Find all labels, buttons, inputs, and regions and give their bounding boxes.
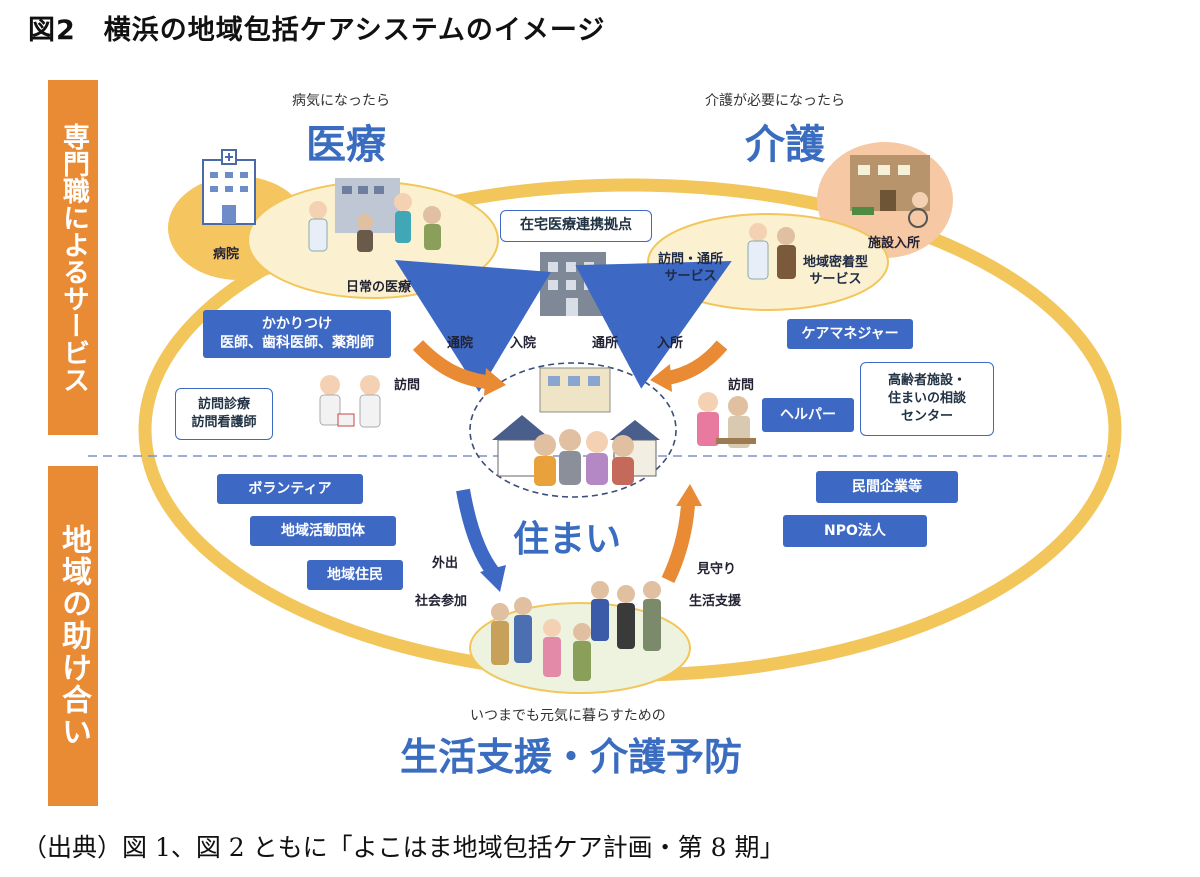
arrow-from-care bbox=[666, 340, 728, 385]
arrow-to-medical bbox=[394, 259, 552, 393]
sidebar-professional-label: 専門職によるサービス bbox=[58, 122, 89, 393]
commute-right-label: 通所 bbox=[592, 336, 619, 351]
community-group-box: 地域活動団体 bbox=[250, 516, 396, 546]
prevention-title: 生活支援・介護予防 bbox=[400, 735, 743, 779]
arrow-watch bbox=[661, 504, 695, 584]
hospital-icon bbox=[202, 149, 256, 225]
volunteer-box: ボランティア bbox=[217, 474, 363, 504]
arrow-watch-head bbox=[676, 484, 702, 506]
sidebar-community-label: 地域の助け合い bbox=[56, 524, 91, 748]
visit-right-label: 訪問 bbox=[728, 378, 755, 393]
medical-title: 医療 bbox=[306, 122, 386, 168]
family-doctor-box: かかりつけ 医師、歯科医師、薬剤師 bbox=[203, 310, 391, 358]
figure-title: 図2 横浜の地域包括ケアシステムのイメージ bbox=[28, 15, 606, 46]
arrow-to-care bbox=[575, 261, 732, 389]
care-staff-scene-icon bbox=[747, 223, 796, 280]
npo-box: NPO法人 bbox=[783, 515, 927, 547]
care-subtitle: 介護が必要になったら bbox=[705, 93, 845, 109]
home-circle bbox=[469, 362, 677, 498]
watch-label: 見守り bbox=[697, 562, 737, 577]
helper-box: ヘルパー bbox=[762, 398, 854, 432]
sidebar-professional-services: 専門職によるサービス bbox=[48, 80, 98, 435]
home-family-icon bbox=[492, 367, 660, 486]
community-services-label: 地域密着型 サービス bbox=[803, 255, 869, 287]
sidebar-community-support: 地域の助け合い bbox=[48, 466, 98, 806]
home-visit-care-box: 訪問診療 訪問看護師 bbox=[175, 388, 273, 440]
arrow-outing bbox=[456, 488, 499, 577]
elderly-consult-box: 高齢者施設・ 住まいの相談 センター bbox=[860, 362, 994, 436]
facility-building-icon bbox=[850, 155, 930, 228]
admission-left-label: 入院 bbox=[510, 336, 537, 351]
arrow-from-care-head bbox=[650, 364, 672, 392]
housing-title: 住まい bbox=[513, 519, 622, 560]
prevention-subtitle: いつまでも元気に暮らすための bbox=[470, 708, 666, 724]
medical-subtitle: 病気になったら bbox=[292, 93, 390, 109]
care-title: 介護 bbox=[745, 122, 825, 168]
helper-scene-icon bbox=[697, 392, 756, 448]
commute-left-label: 通院 bbox=[447, 336, 474, 351]
residents-box: 地域住民 bbox=[307, 560, 403, 590]
prevention-people-icon bbox=[491, 581, 661, 681]
daily-care-label: 日常の医療 bbox=[346, 280, 412, 295]
admission-right-label: 入所 bbox=[657, 336, 684, 351]
source-note: （出典）図 1、図 2 ともに「よこはま地域包括ケア計画・第 8 期」 bbox=[22, 833, 785, 862]
clinic-scene-icon bbox=[308, 178, 441, 252]
facility-label: 施設入所 bbox=[868, 236, 921, 251]
life-support-label: 生活支援 bbox=[689, 594, 742, 609]
doctor-visit-scene-icon bbox=[319, 375, 381, 428]
outing-label: 外出 bbox=[432, 556, 459, 571]
arrow-from-medical-head bbox=[484, 368, 506, 396]
hospital-label: 病院 bbox=[213, 247, 240, 262]
visit-services-label: 訪問・通所 サービス bbox=[658, 252, 724, 284]
visit-left-label: 訪問 bbox=[394, 378, 421, 393]
care-manager-box: ケアマネジャー bbox=[787, 319, 913, 349]
social-participation-label: 社会参加 bbox=[415, 594, 468, 609]
home-medical-hub-box: 在宅医療連携拠点 bbox=[500, 210, 652, 242]
arrow-from-medical bbox=[412, 340, 488, 389]
medical-hub-building-icon bbox=[540, 252, 606, 316]
private-company-box: 民間企業等 bbox=[816, 471, 958, 503]
arrow-outing-head bbox=[480, 565, 506, 592]
